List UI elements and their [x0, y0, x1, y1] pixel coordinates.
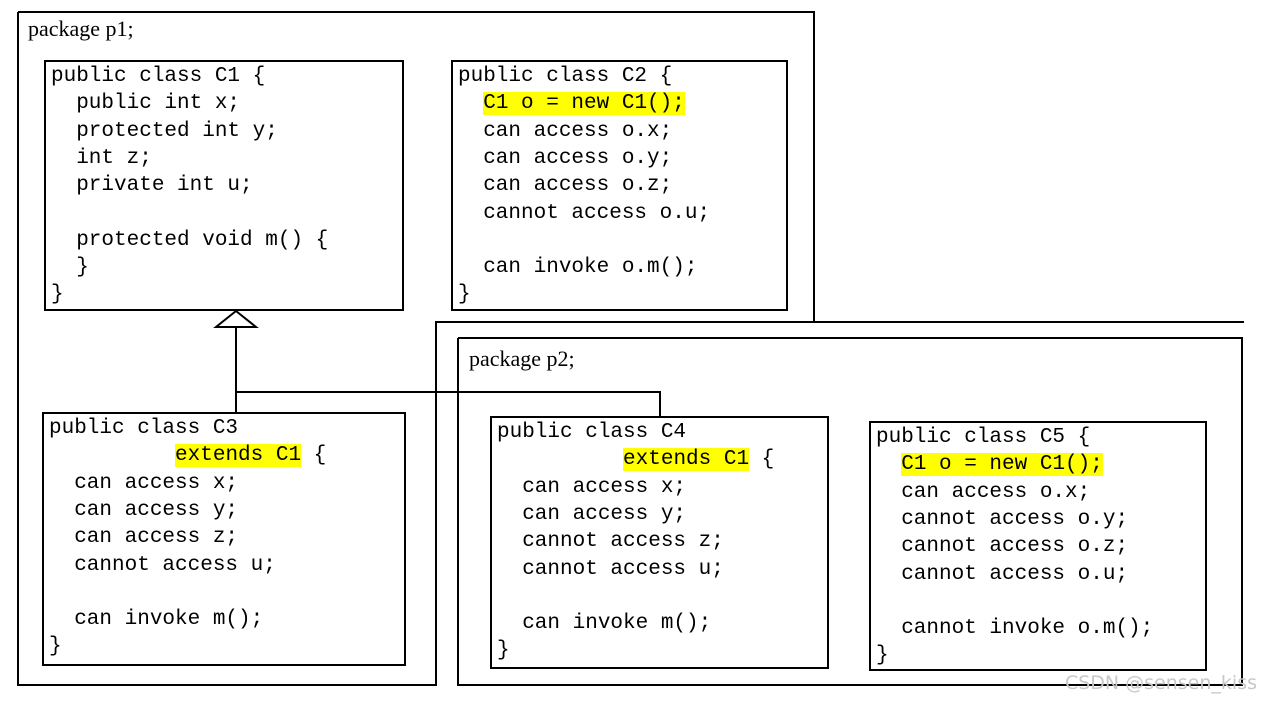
code-line: cannot access u; — [497, 558, 724, 582]
package-p2-border — [457, 337, 1243, 686]
code-line: } — [51, 283, 64, 307]
code-text: can invoke m(); — [49, 608, 264, 632]
code-text: public int x; — [51, 92, 241, 116]
code-line: } — [49, 635, 62, 659]
code-line: can access x; — [497, 476, 686, 500]
code-line: public int x; — [51, 92, 240, 116]
code-line: } — [497, 639, 510, 663]
code-line: can access y; — [497, 503, 686, 527]
code-line: cannot access z; — [497, 530, 724, 554]
package-p1-label: package p1; — [28, 16, 134, 41]
code-line: public class C5 { — [876, 426, 1090, 450]
code-text: int z; — [51, 146, 152, 170]
inheritance-line-c4 — [236, 391, 661, 416]
code-line: protected void m() { — [51, 229, 328, 253]
code-text: public class C1 { — [51, 65, 266, 88]
code-text: can access y; — [49, 498, 239, 522]
code-text: can invoke m(); — [497, 612, 712, 636]
code-text: can access y; — [497, 502, 687, 526]
class-c2-box: public class C2 { C1 o = new C1(); can a… — [451, 60, 788, 311]
class-c4-box: public class C4 extends C1 { can access … — [490, 416, 829, 669]
code-text: can access z; — [49, 526, 239, 550]
code-text: public class C4 — [497, 421, 687, 444]
code-text: public class C5 { — [876, 426, 1091, 449]
highlighted-code: extends C1 — [623, 448, 750, 472]
code-text: can access x; — [49, 471, 239, 495]
code-line: can access y; — [49, 499, 238, 523]
code-line: can invoke o.m(); — [458, 256, 697, 280]
code-line: public class C3 — [49, 417, 238, 441]
code-text: cannot access o.u; — [458, 201, 711, 225]
code-text: protected int y; — [51, 119, 278, 143]
code-text: { — [749, 448, 775, 472]
class-c3-box: public class C3 extends C1 { can access … — [42, 412, 406, 666]
code-line: } — [51, 256, 89, 280]
code-text: } — [458, 283, 471, 307]
highlighted-code: C1 o = new C1(); — [483, 92, 685, 116]
code-text — [876, 453, 901, 476]
code-text: cannot access u; — [497, 557, 724, 581]
code-line: can access o.x; — [876, 481, 1090, 505]
code-line: } — [876, 644, 889, 668]
watermark: CSDN @sensen_kiss — [1064, 672, 1257, 694]
code-line: can invoke m(); — [49, 608, 263, 632]
code-text — [49, 444, 175, 467]
code-line: can access z; — [49, 526, 238, 550]
code-text: public class C2 { — [458, 65, 673, 88]
code-text: cannot access u; — [49, 553, 276, 577]
code-line: } — [458, 283, 471, 307]
class-c1-box: public class C1 { public int x; protecte… — [44, 60, 404, 311]
code-text: can access o.x; — [458, 119, 673, 143]
code-line: C1 o = new C1(); — [876, 453, 1103, 477]
code-line: public class C2 { — [458, 65, 672, 89]
code-text: can access x; — [497, 475, 687, 499]
code-text: protected void m() { — [51, 228, 329, 252]
class-c5-box: public class C5 { C1 o = new C1(); can a… — [869, 421, 1207, 671]
code-text: } — [49, 635, 62, 659]
code-line: can access o.z; — [458, 174, 672, 198]
code-line: public class C1 { — [51, 65, 265, 89]
code-text: can access o.x; — [876, 480, 1091, 504]
code-text: cannot access o.u; — [876, 562, 1129, 586]
code-text — [458, 92, 483, 115]
code-line: can access o.y; — [458, 147, 672, 171]
inheritance-arrowhead — [213, 309, 259, 328]
code-text: } — [51, 283, 64, 307]
code-text: can access o.z; — [458, 174, 673, 198]
highlighted-code: C1 o = new C1(); — [901, 453, 1103, 477]
code-text: } — [51, 256, 89, 280]
code-text — [497, 448, 623, 471]
code-line: protected int y; — [51, 120, 278, 144]
code-text: private int u; — [51, 174, 253, 198]
code-line: cannot access o.u; — [458, 202, 710, 226]
code-text: } — [497, 639, 510, 663]
code-line: cannot invoke o.m(); — [876, 617, 1153, 641]
package-p2-label: package p2; — [469, 346, 575, 371]
code-text: } — [876, 644, 889, 668]
code-line: private int u; — [51, 174, 253, 198]
code-line: C1 o = new C1(); — [458, 92, 685, 116]
highlighted-code: extends C1 — [175, 444, 302, 468]
code-text: can invoke o.m(); — [458, 256, 698, 280]
code-text: cannot access o.y; — [876, 507, 1129, 531]
code-line: cannot access o.y; — [876, 508, 1128, 532]
code-text: cannot access o.z; — [876, 535, 1129, 559]
code-line: int z; — [51, 147, 152, 171]
code-line: cannot access o.z; — [876, 535, 1128, 559]
code-line: cannot access u; — [49, 554, 276, 578]
code-text: cannot invoke o.m(); — [876, 617, 1154, 641]
code-line: extends C1 { — [497, 448, 774, 472]
code-line: can access x; — [49, 472, 238, 496]
code-text: can access o.y; — [458, 146, 673, 170]
code-text: cannot access z; — [497, 530, 724, 554]
code-line: extends C1 { — [49, 444, 326, 468]
code-text: { — [301, 444, 327, 468]
code-line: can access o.x; — [458, 120, 672, 144]
code-line: public class C4 — [497, 421, 686, 445]
code-line: cannot access o.u; — [876, 563, 1128, 587]
code-text: public class C3 — [49, 417, 239, 440]
code-line: can invoke m(); — [497, 612, 711, 636]
